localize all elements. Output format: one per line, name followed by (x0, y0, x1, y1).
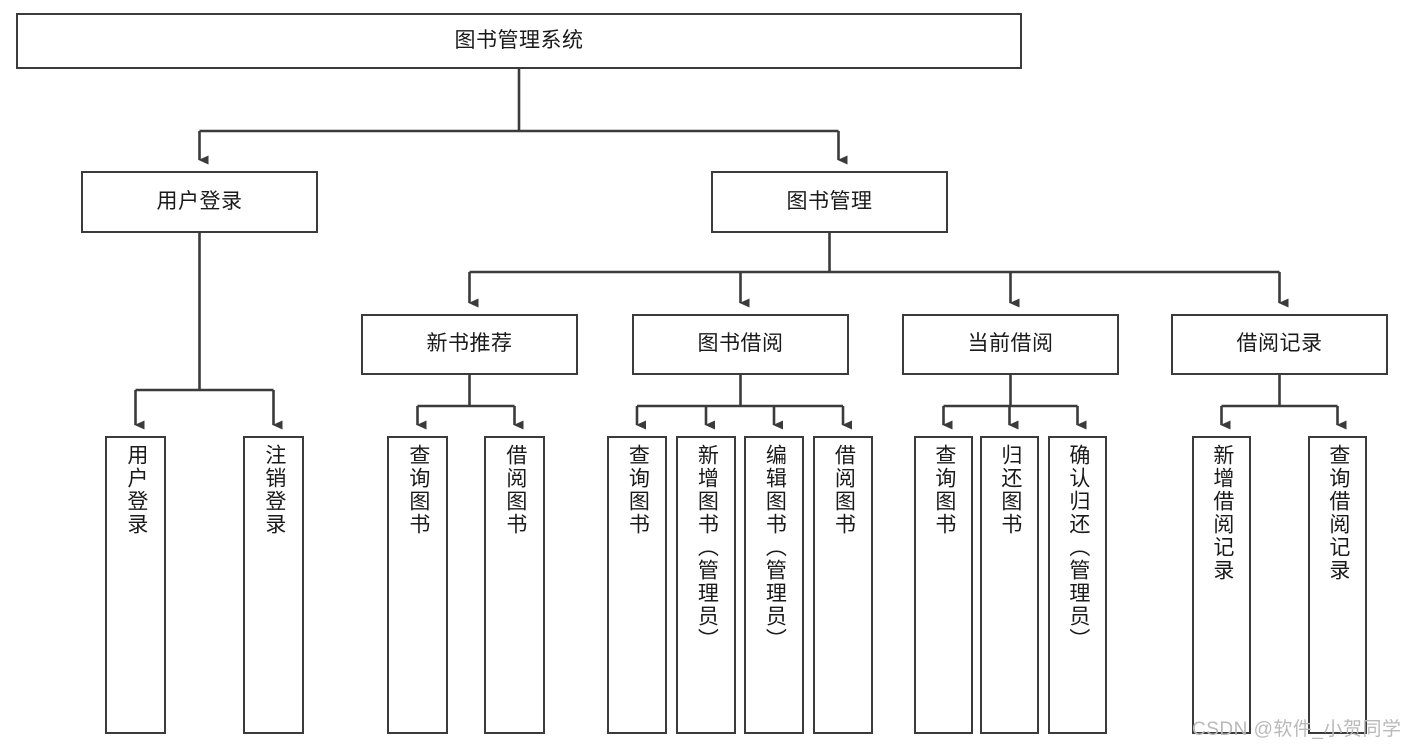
leaf-add-book-label: 新增图书（管理员） (695, 444, 719, 651)
edge-group-book-borrow (635, 375, 852, 430)
leaf-query-borrow-record-label: 查询借阅记录 (1326, 444, 1350, 582)
node-new-book-recommend[interactable]: 新书推荐 (361, 314, 578, 375)
edge-group-book-management (468, 233, 1289, 308)
edge-group-current-borrow (942, 375, 1087, 430)
node-current-borrow-label: 当前借阅 (967, 332, 1054, 356)
leaf-query-borrow-record[interactable]: 查询借阅记录 (1308, 436, 1367, 734)
leaf-add-book[interactable]: 新增图书（管理员） (676, 436, 736, 734)
leaf-user-login-label: 用户登录 (124, 444, 148, 536)
leaf-return-book-label: 归还图书 (998, 444, 1022, 536)
leaf-query-book-borrow-label: 查询图书 (626, 444, 650, 536)
leaf-borrow-book-recommend[interactable]: 借阅图书 (484, 436, 545, 734)
edge-group-root (198, 69, 848, 165)
leaf-edit-book-label: 编辑图书（管理员） (763, 444, 787, 651)
leaf-borrow-book-label: 借阅图书 (832, 444, 856, 536)
node-new-book-recommend-label: 新书推荐 (426, 332, 513, 356)
node-user-login[interactable]: 用户登录 (81, 171, 318, 233)
edge-group-user-login (134, 233, 283, 430)
leaf-add-borrow-record[interactable]: 新增借阅记录 (1192, 436, 1251, 734)
node-book-management[interactable]: 图书管理 (711, 171, 948, 233)
node-borrow-record-label: 借阅记录 (1236, 332, 1323, 356)
leaf-query-book-borrow[interactable]: 查询图书 (607, 436, 667, 734)
node-root-label: 图书管理系统 (454, 28, 584, 52)
edge-group-borrow-record (1220, 375, 1347, 430)
leaf-user-logout-label: 注销登录 (262, 444, 286, 536)
node-current-borrow[interactable]: 当前借阅 (902, 314, 1119, 375)
leaf-query-book-recommend[interactable]: 查询图书 (387, 436, 448, 734)
leaf-user-login[interactable]: 用户登录 (105, 436, 166, 734)
leaf-query-book-current[interactable]: 查询图书 (914, 436, 973, 734)
leaf-query-book-current-label: 查询图书 (932, 444, 956, 536)
leaf-confirm-return[interactable]: 确认归还（管理员） (1048, 436, 1107, 734)
leaf-query-book-recommend-label: 查询图书 (406, 444, 430, 536)
edge-group-new-book-recommend (416, 375, 524, 430)
csdn-watermark: CSDN @软件_小贺同学 (1192, 719, 1402, 740)
leaf-edit-book[interactable]: 编辑图书（管理员） (744, 436, 804, 734)
leaf-return-book[interactable]: 归还图书 (980, 436, 1039, 734)
node-user-login-label: 用户登录 (156, 189, 243, 213)
leaf-confirm-return-label: 确认归还（管理员） (1066, 444, 1090, 651)
leaf-user-logout[interactable]: 注销登录 (243, 436, 304, 734)
node-book-borrow-label: 图书借阅 (697, 332, 784, 356)
leaf-borrow-book[interactable]: 借阅图书 (813, 436, 873, 734)
node-root[interactable]: 图书管理系统 (16, 13, 1022, 69)
node-book-management-label: 图书管理 (786, 189, 873, 213)
leaf-add-borrow-record-label: 新增借阅记录 (1210, 444, 1234, 582)
leaf-borrow-book-recommend-label: 借阅图书 (503, 444, 527, 536)
node-borrow-record[interactable]: 借阅记录 (1171, 314, 1388, 375)
node-book-borrow[interactable]: 图书借阅 (632, 314, 849, 375)
